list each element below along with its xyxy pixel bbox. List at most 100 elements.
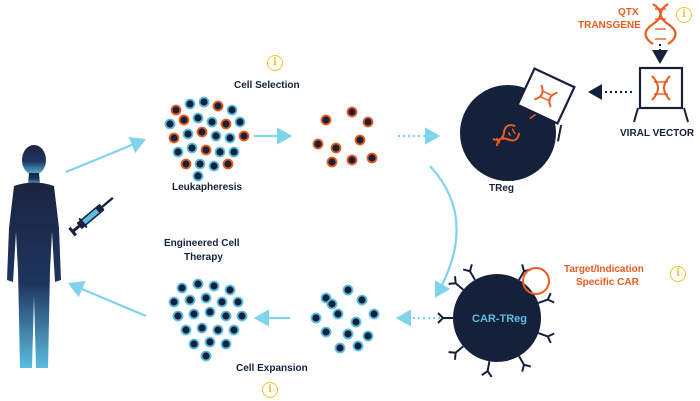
cell-dot bbox=[180, 324, 192, 336]
cell-selection-info-icon[interactable]: i bbox=[267, 55, 283, 71]
cell-dot bbox=[346, 154, 358, 166]
selected-cell-cluster bbox=[312, 106, 378, 168]
car-receptor-tip bbox=[437, 312, 445, 324]
viral-vector-label: VIRAL VECTOR bbox=[620, 128, 695, 139]
engineered-label-line2: Therapy bbox=[184, 252, 223, 263]
car-receptor bbox=[469, 270, 476, 281]
cell-dot bbox=[216, 296, 228, 308]
car-treg-label: CAR-TReg bbox=[472, 313, 527, 325]
transgene-dna-icon bbox=[644, 3, 677, 45]
treg-label: TReg bbox=[489, 183, 514, 194]
leukapheresis-cell-cluster bbox=[164, 96, 250, 182]
transgene-info-icon[interactable]: i bbox=[676, 7, 692, 23]
engineered-label-line1: Engineered Cell bbox=[164, 238, 240, 249]
target-car-label-line1: Target/Indication bbox=[564, 264, 644, 275]
car-receptor-tip bbox=[546, 332, 555, 344]
car-receptor bbox=[538, 332, 549, 338]
cell-dot bbox=[186, 142, 198, 154]
cell-dot bbox=[310, 312, 322, 324]
cell-dot bbox=[184, 294, 196, 306]
target-car-info-icon[interactable]: i bbox=[670, 266, 686, 282]
cell-dot bbox=[192, 278, 204, 290]
car-receptor-tip bbox=[481, 369, 493, 378]
cell-dot bbox=[330, 142, 342, 154]
car-receptor-tip bbox=[448, 276, 457, 285]
cell-dot bbox=[172, 146, 184, 158]
qtx-label-line1: QTX bbox=[618, 7, 639, 18]
cell-dot bbox=[206, 116, 218, 128]
cell-dot bbox=[192, 170, 204, 182]
car-receptor-tip bbox=[546, 292, 555, 304]
cell-dot bbox=[238, 130, 250, 142]
cell-dot bbox=[228, 324, 240, 336]
docked-vector-icon bbox=[502, 67, 576, 142]
cell-dot bbox=[312, 138, 324, 150]
cell-dot bbox=[208, 160, 220, 172]
car-receptor bbox=[454, 345, 464, 354]
cell-expansion-info-icon[interactable]: i bbox=[262, 382, 278, 398]
cell-dot bbox=[212, 324, 224, 336]
target-car-label-line2: Specific CAR bbox=[576, 277, 639, 288]
car-treg-cell bbox=[453, 274, 541, 362]
cell-dot bbox=[236, 310, 248, 322]
car-receptor-tip bbox=[521, 363, 532, 372]
cell-dot bbox=[194, 158, 206, 170]
cell-dot bbox=[208, 280, 220, 292]
cell-dot bbox=[164, 118, 176, 130]
cell-dot bbox=[200, 292, 212, 304]
treg-dna-icon bbox=[492, 124, 521, 147]
cell-dot bbox=[356, 294, 368, 306]
cell-dot bbox=[180, 158, 192, 170]
cell-dot bbox=[212, 100, 224, 112]
cell-dot bbox=[204, 336, 216, 348]
qtx-label-line2: TRANSGENE bbox=[578, 20, 641, 31]
cell-dot bbox=[168, 296, 180, 308]
car-receptors bbox=[437, 264, 555, 378]
arrow-to-leukapheresis bbox=[65, 136, 147, 174]
cell-dot bbox=[220, 118, 232, 130]
engineered-therapy-cell-cluster bbox=[168, 278, 248, 362]
cell-dot bbox=[362, 330, 374, 342]
cell-dot bbox=[368, 308, 380, 320]
cell-dot bbox=[362, 116, 374, 128]
target-car-highlight bbox=[522, 267, 550, 295]
car-receptor-tip bbox=[448, 351, 457, 360]
cell-dot bbox=[188, 308, 200, 320]
cell-dot bbox=[210, 130, 222, 142]
cell-dot bbox=[346, 106, 358, 118]
cell-dot bbox=[354, 134, 366, 146]
cell-dot bbox=[188, 338, 200, 350]
cell-dot bbox=[198, 96, 210, 108]
cell-selection-label: Cell Selection bbox=[234, 80, 300, 91]
arrow-to-patient bbox=[67, 281, 147, 318]
arrow-treg-to-car-treg bbox=[429, 165, 458, 298]
cell-dot bbox=[176, 282, 188, 294]
cell-dot bbox=[342, 328, 354, 340]
cell-dot bbox=[168, 132, 180, 144]
cell-dot bbox=[320, 326, 332, 338]
cell-dot bbox=[350, 316, 362, 328]
cell-dot bbox=[342, 284, 354, 296]
car-receptor bbox=[454, 282, 464, 291]
cell-dot bbox=[196, 126, 208, 138]
cell-dot bbox=[228, 146, 240, 158]
cell-dot bbox=[224, 284, 236, 296]
cell-dot bbox=[224, 132, 236, 144]
cell-dot bbox=[220, 338, 232, 350]
cell-dot bbox=[334, 342, 346, 354]
cell-dot bbox=[170, 104, 182, 116]
syringe-icon bbox=[68, 196, 114, 237]
viral-vector-icon bbox=[633, 66, 689, 123]
cell-dot bbox=[204, 306, 216, 318]
cell-dot bbox=[192, 112, 204, 124]
cell-dot bbox=[182, 128, 194, 140]
car-receptor bbox=[518, 270, 525, 281]
cell-expansion-label: Cell Expansion bbox=[236, 363, 308, 374]
cell-dot bbox=[172, 310, 184, 322]
cell-dot bbox=[352, 340, 364, 352]
cell-dot bbox=[222, 158, 234, 170]
cell-dot bbox=[326, 298, 338, 310]
cell-dot bbox=[226, 104, 238, 116]
cell-dot bbox=[178, 114, 190, 126]
